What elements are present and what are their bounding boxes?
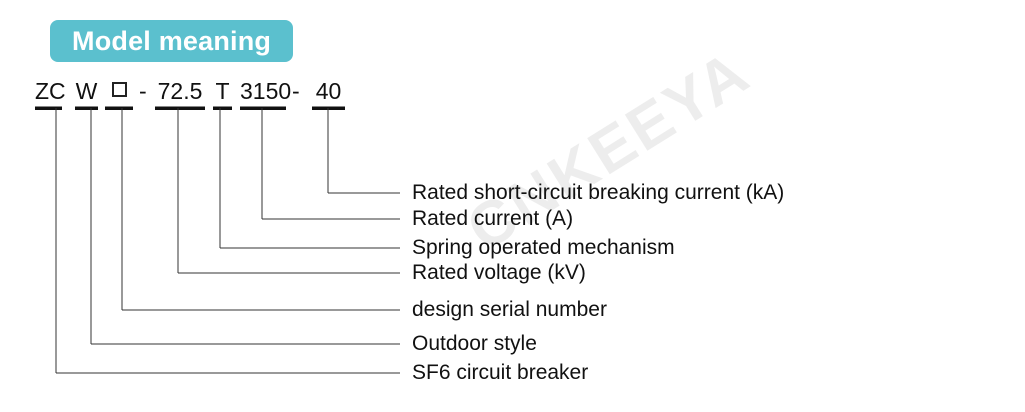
model-code-segment-breaking: 40 [315, 78, 342, 104]
model-code-segment-voltage: 72.5 [157, 78, 203, 104]
model-code-segment-zc: ZC [35, 78, 66, 104]
empty-box-glyph [111, 82, 127, 97]
callout-label-box: design serial number [412, 298, 607, 321]
callout-label-w: Outdoor style [412, 332, 537, 355]
model-code-segment-box [105, 78, 133, 105]
section-title: Model meaning [72, 25, 272, 56]
model-code-segment-current: 3150 [240, 78, 292, 104]
model-code-separator-1: - [292, 78, 300, 104]
model-code-segment-mech: T [215, 78, 230, 104]
section-header-badge: Model meaning [50, 20, 294, 62]
callout-label-voltage: Rated voltage (kV) [412, 261, 586, 284]
callout-label-breaking: Rated short-circuit breaking current (kA… [412, 181, 785, 204]
callout-label-current: Rated current (A) [412, 207, 574, 230]
model-code-separator-0: - [139, 78, 147, 104]
callout-label-mech: Spring operated mechanism [412, 236, 675, 259]
callout-label-zc: SF6 circuit breaker [412, 361, 589, 384]
model-code-segment-w: W [75, 78, 98, 104]
